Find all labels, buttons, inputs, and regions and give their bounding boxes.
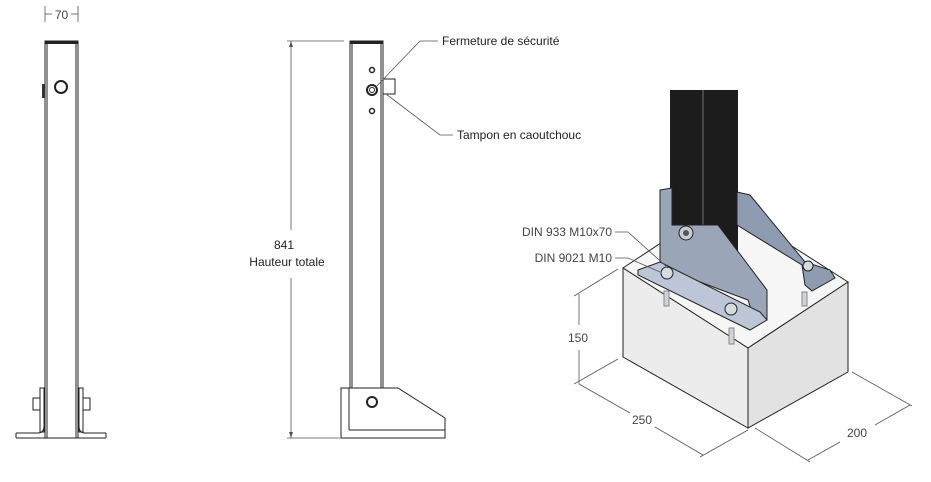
concrete-side <box>747 281 849 429</box>
block-length-dimension: 250 <box>632 413 652 427</box>
height-dimension: 841 <box>274 238 294 252</box>
rubber-buffer <box>382 78 396 95</box>
post-side <box>349 40 384 389</box>
lock-icon <box>366 84 378 96</box>
width-dimension: 70 <box>55 8 69 22</box>
iso-view: DIN 933 M10x70 DIN 9021 M10 150 250 200 <box>522 90 913 463</box>
side-view: 841 Hauteur totale Fermeture de sécurité… <box>249 34 581 439</box>
callout-buffer: Tampon en caoutchouc <box>457 128 581 142</box>
bolt-left <box>32 397 41 411</box>
front-view: 70 <box>15 6 107 439</box>
bolt-right <box>82 397 91 411</box>
height-label: Hauteur totale <box>249 255 325 269</box>
post-front <box>44 40 79 439</box>
bolt-label: DIN 933 M10x70 <box>522 225 612 239</box>
pin-hole <box>54 80 68 94</box>
washer-label: DIN 9021 M10 <box>535 251 613 265</box>
block-depth-dimension: 200 <box>847 426 867 440</box>
callout-lock: Fermeture de sécurité <box>442 34 560 48</box>
bolt-icon <box>660 266 674 280</box>
block-height-dimension: 150 <box>568 331 588 345</box>
